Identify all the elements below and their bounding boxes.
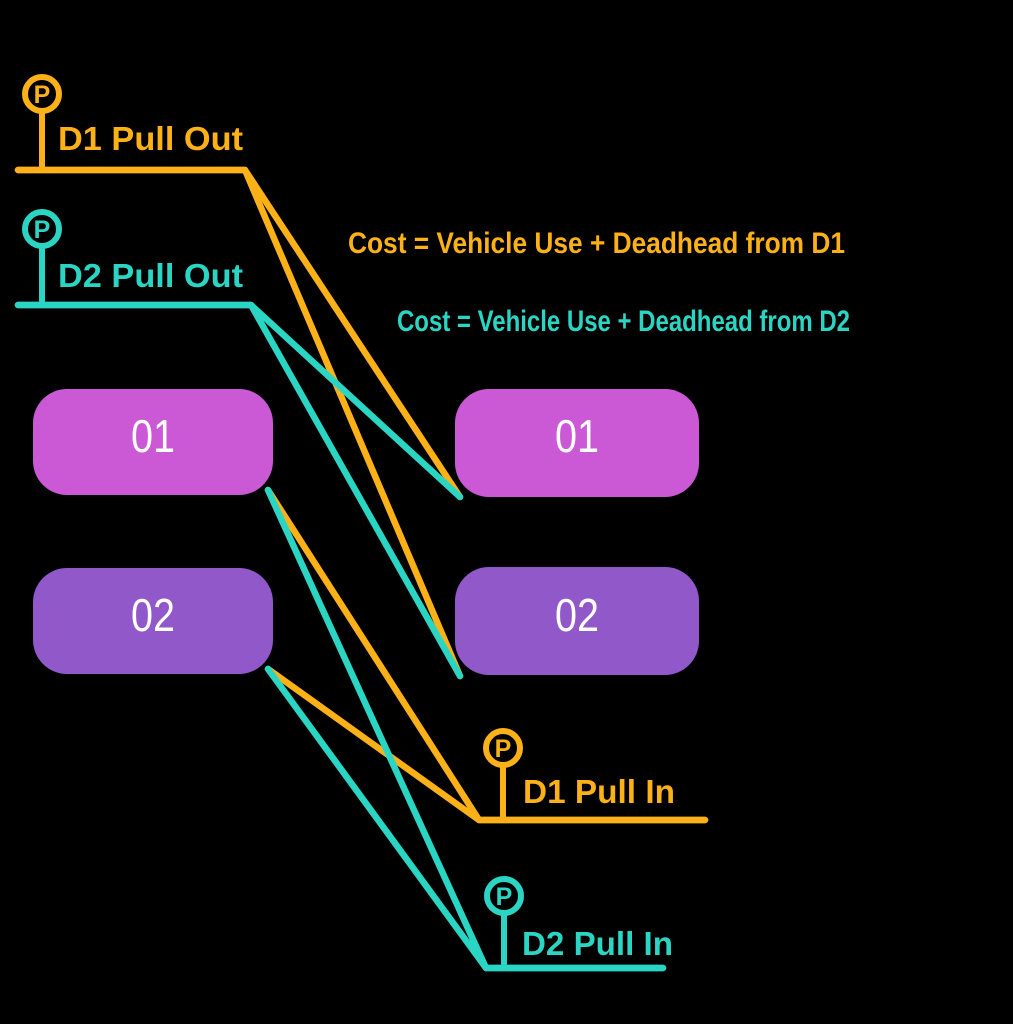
trip-02-right-box bbox=[455, 567, 699, 675]
trip-01-left-node: 01 bbox=[33, 389, 273, 495]
trip-01-left-box bbox=[33, 389, 273, 495]
d1-pull-out-label: D1 Pull Out bbox=[58, 120, 243, 157]
trip-02-right-label: 02 bbox=[555, 589, 599, 641]
trip-02-left-box bbox=[33, 568, 273, 674]
trip-01-right-node: 01 bbox=[455, 389, 699, 497]
trip-01-right-box bbox=[455, 389, 699, 497]
d1-pull-out-depot: P D1 Pull Out bbox=[22, 74, 243, 169]
trip-01-left-label: 01 bbox=[131, 410, 175, 462]
d2-pull-in-depot: P D2 Pull In bbox=[484, 876, 673, 967]
trip-02-right-node: 02 bbox=[455, 567, 699, 675]
parking-icon-letter: P bbox=[495, 735, 512, 763]
d1-pullout-to-trip02-line bbox=[14, 166, 464, 680]
d2-pull-in-label: D2 Pull In bbox=[522, 925, 673, 962]
parking-icon-letter: P bbox=[496, 883, 513, 911]
d2-pullout-to-trip02-line bbox=[14, 301, 464, 680]
trip-02-left-node: 02 bbox=[33, 568, 273, 674]
parking-icon-letter: P bbox=[34, 81, 51, 109]
cost-annotation-d1: Cost = Vehicle Use + Deadhead from D1 bbox=[348, 227, 845, 260]
d2-deadhead-lines bbox=[14, 301, 667, 972]
trip02-to-d1-pullin-line bbox=[264, 665, 709, 824]
parking-icon-letter: P bbox=[34, 216, 51, 244]
trip01-to-d2-pullin-line bbox=[264, 486, 667, 972]
trip-01-right-label: 01 bbox=[555, 410, 599, 462]
trip-02-left-label: 02 bbox=[131, 589, 175, 641]
d2-pull-out-depot: P D2 Pull Out bbox=[22, 209, 243, 304]
cost-annotation-d2: Cost = Vehicle Use + Deadhead from D2 bbox=[397, 305, 850, 338]
d1-pull-in-depot: P D1 Pull In bbox=[483, 728, 675, 819]
d1-pull-in-label: D1 Pull In bbox=[523, 773, 675, 810]
trip02-to-d2-pullin-line bbox=[264, 665, 667, 972]
d1-deadhead-lines bbox=[14, 166, 709, 824]
d2-pull-out-label: D2 Pull Out bbox=[58, 257, 243, 294]
